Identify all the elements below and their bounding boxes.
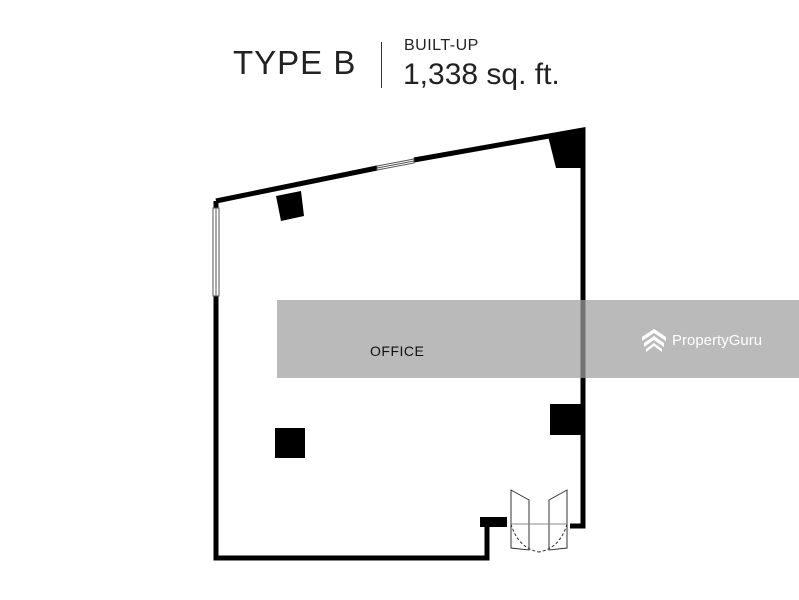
column-center-left (275, 428, 305, 458)
propertyguru-logo-icon (642, 329, 666, 352)
top-window (376, 158, 415, 171)
wall-top (215, 165, 378, 204)
builtup-label: BUILT-UP (404, 37, 479, 54)
unit-type-title: TYPE B (233, 44, 357, 81)
column-right-mid (550, 404, 583, 435)
watermark-brand-name: PropertyGuru (672, 331, 763, 349)
column-top-left (276, 191, 304, 221)
header-divider (381, 42, 382, 88)
left-window (212, 207, 220, 297)
plan-header: TYPE B BUILT-UP 1,338 sq. ft. (0, 0, 799, 110)
entrance-door (510, 489, 568, 553)
structural-columns (275, 128, 585, 527)
room-label-office: OFFICE (370, 343, 425, 359)
column-top-right (548, 128, 585, 168)
watermark-brand: PropertyGuru (640, 327, 762, 353)
column-entrance-left (480, 517, 507, 527)
builtup-area-value: 1,338 sq. ft. (403, 58, 560, 91)
watermark-band (277, 300, 799, 378)
